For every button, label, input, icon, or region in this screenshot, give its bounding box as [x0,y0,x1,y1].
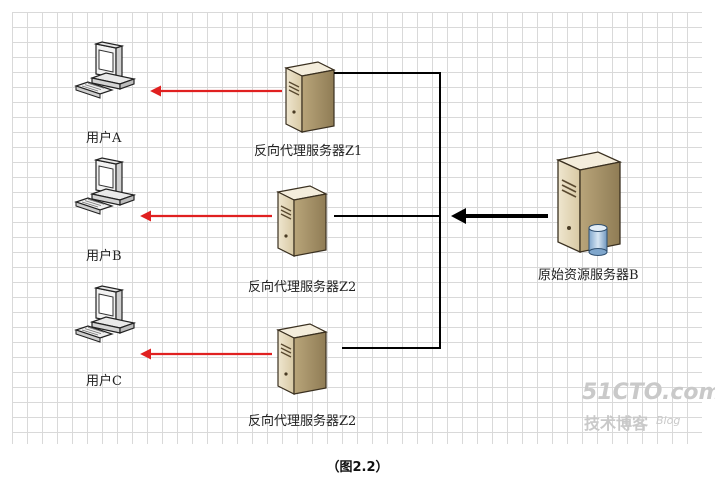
user-b-computer-icon [75,157,135,215]
user-c-computer-icon [75,285,135,343]
proxy-z1-label: 反向代理服务器Z1 [254,144,363,159]
origin-server-label: 原始资源服务器B [538,268,639,283]
arrow-head-origin [451,208,466,224]
figure-caption: （图2.2） [326,460,389,475]
watermark-brand: 51CTO.com [582,380,715,405]
user-b-label: 用户B [86,249,122,264]
proxy-server-z1-icon [285,61,335,133]
proxy-z2-label: 反向代理服务器Z2 [248,280,357,295]
user-a-label: 用户A [86,131,122,146]
user-c-label: 用户C [86,374,122,389]
proxy-server-z2b-icon [277,323,327,395]
watermark-blog: Blog [656,414,681,427]
bus-line [334,72,441,349]
user-a-computer-icon [75,41,135,99]
proxy-server-z2-icon [277,185,327,257]
origin-server-icon [555,151,623,254]
database-icon [588,224,608,256]
proxy-z2b-label: 反向代理服务器Z2 [248,414,357,429]
watermark-sub: 技术博客 [584,414,649,433]
